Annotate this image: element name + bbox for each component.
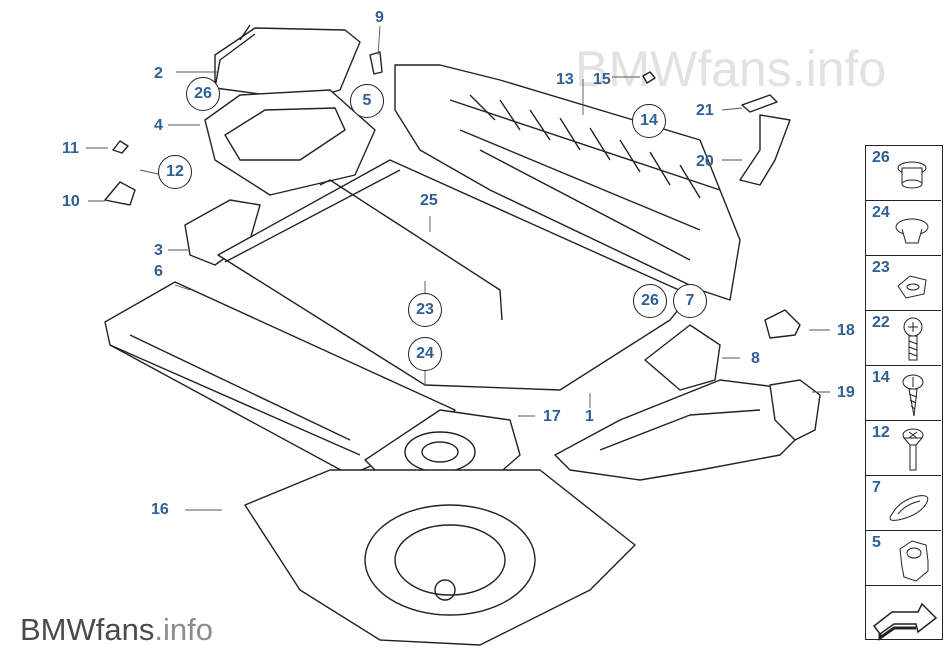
legend-number: 7 bbox=[872, 479, 881, 496]
legend-cell-7[interactable]: 7 bbox=[866, 476, 941, 531]
part-19-bracket bbox=[769, 379, 821, 441]
part-18-clip bbox=[764, 309, 801, 339]
callout-9: 9 bbox=[375, 9, 384, 26]
circled-callout-26: 26 bbox=[186, 77, 220, 111]
part-2-cover bbox=[214, 27, 361, 101]
legend-number: 23 bbox=[872, 259, 890, 276]
part-20-strap bbox=[739, 114, 791, 186]
clip-nut-icon bbox=[897, 275, 927, 299]
hex-bolt-icon bbox=[903, 317, 923, 361]
watermark-bottom: BMWfans.info bbox=[20, 612, 213, 647]
legend-cell-arrow[interactable] bbox=[866, 586, 941, 641]
hex-nut-icon bbox=[899, 540, 929, 582]
legend-number: 24 bbox=[872, 204, 890, 221]
callout-19: 19 bbox=[837, 384, 855, 401]
callout-13: 13 bbox=[556, 71, 574, 88]
callout-6: 6 bbox=[154, 263, 163, 280]
circled-callout-26b: 26 bbox=[633, 284, 667, 318]
screw-icon bbox=[902, 374, 924, 417]
part-8-part bbox=[644, 324, 721, 391]
circled-callout-7: 7 bbox=[673, 284, 707, 318]
legend-cell-24[interactable]: 24 bbox=[866, 201, 941, 256]
legend-number: 5 bbox=[872, 534, 881, 551]
part-9-clip bbox=[369, 51, 383, 75]
countersunk-screw-icon bbox=[902, 428, 924, 471]
callout-15: 15 bbox=[593, 71, 611, 88]
legend-number: 12 bbox=[872, 424, 890, 441]
legend-cell-23[interactable]: 23 bbox=[866, 256, 941, 311]
legend-cell-12[interactable]: 12 bbox=[866, 421, 941, 476]
callout-18: 18 bbox=[837, 322, 855, 339]
callout-17: 17 bbox=[543, 408, 561, 425]
circled-callout-24: 24 bbox=[408, 337, 442, 371]
grommet-icon bbox=[895, 218, 929, 244]
callout-10: 10 bbox=[62, 193, 80, 210]
legend-cell-5[interactable]: 5 bbox=[866, 531, 941, 586]
legend-cell-14[interactable]: 14 bbox=[866, 366, 941, 421]
legend-number: 26 bbox=[872, 149, 890, 166]
part-21-clip bbox=[741, 94, 778, 113]
callout-20: 20 bbox=[696, 153, 714, 170]
legend-number: 22 bbox=[872, 314, 890, 331]
circled-callout-5: 5 bbox=[350, 84, 384, 118]
watermark-top: BMWfans.info bbox=[575, 41, 887, 97]
callout-3: 3 bbox=[154, 242, 163, 259]
part-10-mount bbox=[104, 181, 136, 206]
plug-icon bbox=[897, 161, 927, 189]
callout-2: 2 bbox=[154, 65, 163, 82]
part-11-clip bbox=[112, 140, 129, 154]
callout-16: 16 bbox=[151, 501, 169, 518]
circled-callout-14: 14 bbox=[632, 104, 666, 138]
callout-1: 1 bbox=[585, 408, 594, 425]
callout-11: 11 bbox=[62, 140, 79, 157]
circled-callout-12: 12 bbox=[158, 155, 192, 189]
oval-plug-icon bbox=[889, 495, 929, 521]
callout-21: 21 bbox=[696, 102, 714, 119]
circled-callout-23: 23 bbox=[408, 293, 442, 327]
fastener-legend: 26 24 23 22 14 12 7 5 bbox=[865, 145, 943, 641]
callout-4: 4 bbox=[154, 117, 163, 134]
arrow-icon bbox=[872, 602, 938, 641]
part-16-well bbox=[244, 469, 636, 646]
part-15-clip bbox=[642, 71, 656, 84]
legend-number: 14 bbox=[872, 369, 890, 386]
part-4-tray bbox=[204, 89, 376, 196]
legend-cell-22[interactable]: 22 bbox=[866, 311, 941, 366]
callout-8: 8 bbox=[751, 350, 760, 367]
callout-25: 25 bbox=[420, 192, 438, 209]
legend-cell-26[interactable]: 26 bbox=[866, 146, 941, 201]
